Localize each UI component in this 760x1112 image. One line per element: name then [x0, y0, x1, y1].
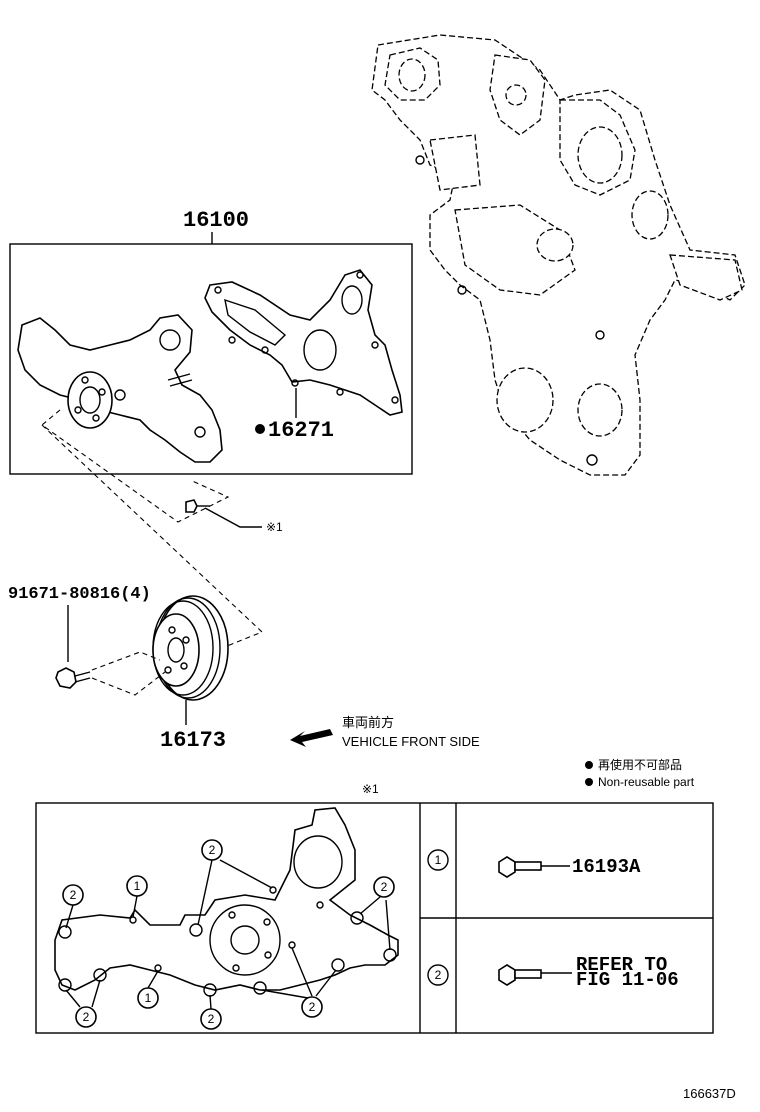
bolt-91671 — [55, 667, 91, 689]
drawing-id: 166637D — [683, 1086, 736, 1101]
assembly-box — [9, 243, 413, 475]
key-circle-1 — [427, 849, 449, 871]
callout-circle: 2 — [200, 1008, 222, 1030]
direction-en: VEHICLE FRONT SIDE — [342, 734, 480, 749]
alignment-line — [91, 651, 166, 696]
svg-text:1: 1 — [435, 853, 442, 867]
pulley-16173 — [152, 595, 229, 701]
callout-circle: 2 — [62, 884, 84, 906]
part-number-16100: 16100 — [183, 208, 249, 233]
gasket-16271 — [204, 269, 403, 416]
callout-circle: 2 — [301, 996, 323, 1018]
svg-text:1: 1 — [145, 991, 152, 1005]
callout-circle: 2 — [373, 876, 395, 898]
part-number-bolt: 91671-80816(4) — [8, 585, 151, 604]
non-reusable-dot — [255, 424, 265, 434]
part-number-16271: 16271 — [268, 418, 334, 443]
legend-jp: 再使用不可部品 — [598, 757, 682, 772]
detail-pump-outline — [54, 807, 399, 997]
alignment-line — [41, 409, 230, 523]
leader-lines — [65, 859, 391, 1010]
callout-circle: 2 — [75, 1006, 97, 1028]
svg-text:2: 2 — [435, 968, 442, 982]
part-number-16173: 16173 — [160, 728, 226, 753]
svg-text:2: 2 — [381, 880, 388, 894]
svg-text:2: 2 — [208, 1012, 215, 1026]
svg-text:2: 2 — [83, 1010, 90, 1024]
callout-circle: 2 — [201, 839, 223, 861]
part-number-16193A: 16193A — [572, 856, 641, 878]
legend-dot — [585, 761, 593, 769]
bolt-icon — [498, 964, 542, 986]
svg-text:2: 2 — [309, 1000, 316, 1014]
alignment-line — [41, 424, 264, 649]
callout-circle: 1 — [126, 875, 148, 897]
refer-to-line1: REFER TO — [576, 954, 667, 976]
direction-jp: 車両前方 — [342, 715, 394, 730]
water-pump-body — [17, 314, 223, 463]
legend-dot — [585, 778, 593, 786]
svg-text:1: 1 — [134, 879, 141, 893]
callout-circle: 1 — [137, 987, 159, 1009]
bolt-ref — [185, 499, 262, 528]
bolt-icon — [498, 856, 542, 878]
arrow-left-icon — [290, 729, 333, 747]
refer-to-line2: FIG 11-06 — [576, 969, 679, 991]
svg-text:2: 2 — [70, 888, 77, 902]
svg-text:2: 2 — [209, 843, 216, 857]
key-circle-2 — [427, 964, 449, 986]
engine-timing-cover — [371, 34, 746, 476]
legend-en: Non-reusable part — [598, 775, 695, 789]
detail-ref-mark: ※1 — [362, 782, 379, 796]
ref-mark: ※1 — [266, 520, 283, 534]
